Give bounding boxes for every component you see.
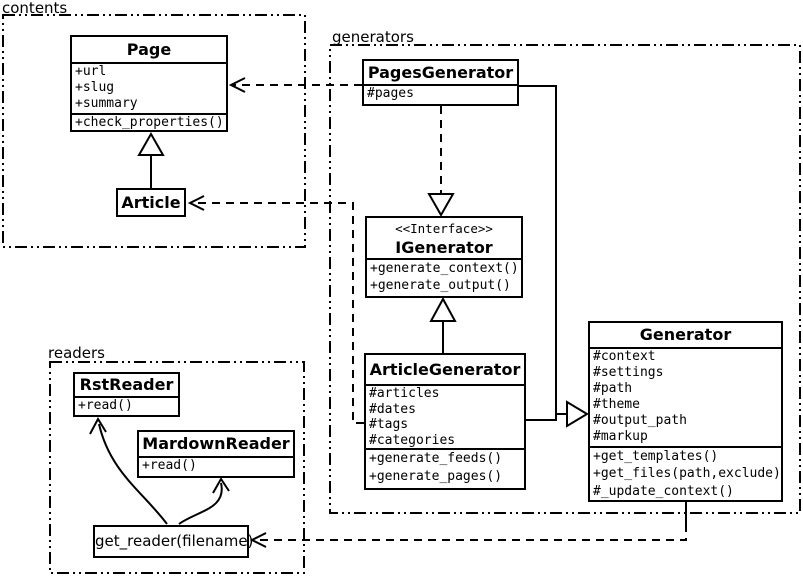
attribute: #output_path [593, 413, 687, 429]
class-igenerator: <<Interface>> IGenerator +generate_conte… [365, 216, 523, 298]
attribute: #theme [593, 397, 640, 413]
class-mardownreader: MardownReader +read() [137, 430, 295, 478]
method: +generate_feeds() [369, 451, 503, 466]
class-igenerator-header: <<Interface>> IGenerator [367, 218, 521, 258]
class-igenerator-stereotype: <<Interface>> [395, 221, 493, 236]
class-rstreader: RstReader +read() [73, 372, 180, 417]
generalization-arrow-icon [137, 131, 165, 156]
class-articlegenerator-methods: +generate_feeds() +generate_pages() [366, 448, 524, 488]
class-articlegenerator-attributes: #articles #dates #tags #categories [366, 384, 524, 448]
attribute: #settings [593, 365, 664, 381]
generalization-arrow-icon [566, 400, 589, 428]
generalization-arrow-icon [429, 296, 457, 322]
open-arrow-icon [212, 477, 230, 494]
realization-arrow-icon [427, 193, 455, 218]
class-page: Page +url +slug +summary +check_properti… [70, 35, 228, 132]
method: +get_files(path,exclude) [593, 466, 781, 482]
package-generators-border [329, 44, 801, 514]
class-mardownreader-methods: +read() [139, 456, 293, 476]
open-arrow-icon [249, 532, 267, 548]
attribute: #categories [369, 432, 456, 448]
package-label-readers: readers [48, 344, 105, 362]
class-mardownreader-title: MardownReader [142, 434, 290, 453]
attribute: #articles [369, 386, 440, 401]
attribute: #pages [367, 86, 414, 101]
package-label-generators: generators [332, 28, 414, 46]
edge-generator-getreader [256, 524, 687, 541]
attribute: #markup [593, 429, 648, 445]
method: #_update_context() [593, 483, 734, 499]
class-generator: Generator #context #settings #path #them… [588, 321, 783, 502]
class-page-methods: +check_properties() [72, 113, 226, 132]
class-articlegenerator: ArticleGenerator #articles #dates #tags … [364, 353, 526, 490]
class-rstreader-methods: +read() [75, 396, 178, 415]
edge-articlegenerator-article [192, 202, 364, 424]
class-rstreader-title: RstReader [79, 375, 174, 394]
attribute: +slug [75, 80, 115, 95]
attribute: #tags [369, 417, 409, 432]
edge-getreader-rstreader [98, 423, 168, 525]
method: +read() [142, 458, 197, 473]
attribute: #context [593, 349, 656, 364]
class-generator-title: Generator [639, 325, 732, 344]
attribute: +summary [75, 96, 138, 111]
attribute: #path [593, 381, 633, 397]
class-pagesgenerator-attributes: #pages [364, 84, 517, 104]
function-get-reader: get_reader(filename) [93, 525, 254, 558]
open-arrow-icon [89, 416, 107, 435]
method: +generate_context() [370, 261, 519, 276]
package-readers-border [49, 361, 305, 574]
class-pagesgenerator-title: PagesGenerator [367, 63, 514, 82]
class-article-title: Article [121, 193, 181, 212]
method: +generate_pages() [369, 469, 503, 484]
open-arrow-icon [187, 195, 205, 211]
class-igenerator-title: IGenerator [395, 238, 493, 257]
class-generator-attributes: #context #settings #path #theme #output_… [590, 347, 781, 446]
method: +read() [78, 398, 133, 413]
class-page-attributes: +url +slug +summary [72, 62, 226, 113]
attribute: +url [75, 64, 107, 79]
edge-articlegenerator-generator [526, 410, 557, 421]
class-igenerator-methods: +generate_context() +generate_output() [367, 258, 521, 296]
package-label-contents: contents [2, 0, 68, 17]
method: +get_templates() [593, 449, 719, 464]
method: +generate_output() [370, 278, 511, 293]
class-article: Article [116, 188, 186, 217]
attribute: #dates [369, 401, 416, 417]
function-get-reader-label: get_reader(filename) [95, 532, 254, 550]
edge-getreader-mardownreader [178, 482, 223, 525]
edge-pagesgenerator-generator [519, 85, 566, 415]
open-arrow-icon [228, 77, 246, 93]
package-contents-border [2, 14, 306, 248]
class-articlegenerator-title: ArticleGenerator [369, 360, 521, 379]
method: +check_properties() [75, 115, 224, 130]
class-page-title: Page [126, 40, 172, 59]
class-pagesgenerator: PagesGenerator #pages [362, 59, 519, 106]
class-generator-methods: +get_templates() +get_files(path,exclude… [590, 446, 781, 500]
